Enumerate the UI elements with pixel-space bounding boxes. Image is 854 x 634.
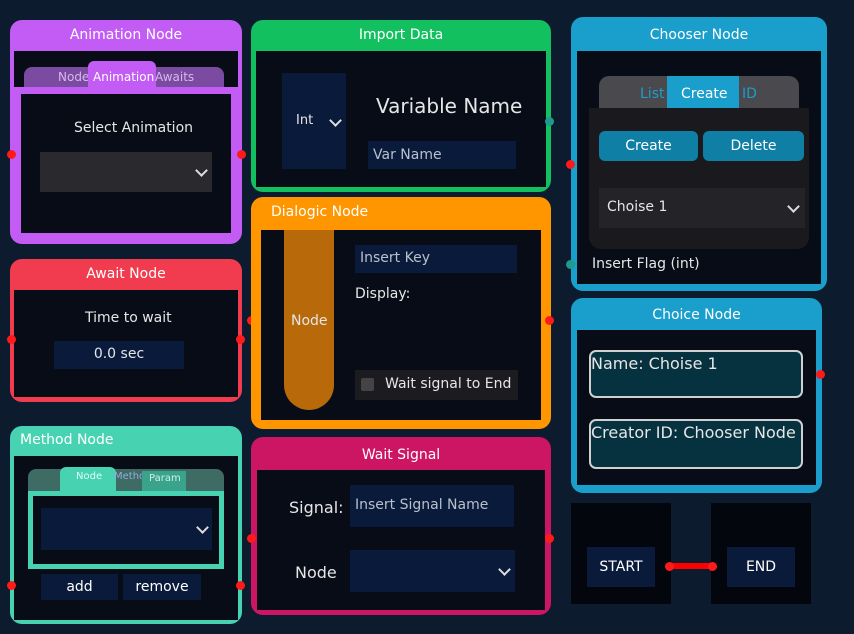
tab-create[interactable] (667, 76, 739, 110)
node-side-bar (284, 230, 334, 410)
tab-node-label: Node (76, 471, 103, 482)
delete-button[interactable]: Delete (703, 131, 804, 161)
output-port[interactable] (236, 581, 245, 590)
display-label: Display: (355, 286, 411, 302)
creator-id-box[interactable]: Creator ID: Chooser Node (589, 419, 803, 469)
insert-flag-label: Insert Flag (int) (592, 256, 700, 272)
output-port[interactable] (816, 370, 825, 379)
input-port[interactable] (247, 534, 256, 543)
tab-list[interactable]: List (640, 86, 665, 102)
tab-awaits[interactable]: Awaits (155, 70, 195, 84)
method-select[interactable] (41, 508, 212, 550)
chooser-node[interactable]: Chooser Node List Create ID Create Delet… (571, 17, 827, 291)
node-label: Node (295, 563, 337, 582)
creator-id-text: Creator ID: Chooser Node (591, 423, 796, 442)
output-port[interactable] (236, 335, 245, 344)
wait-signal-checkbox-row[interactable]: Wait signal to End (355, 370, 518, 400)
node-title: Wait Signal (361, 447, 441, 463)
start-label: START (587, 547, 655, 587)
key-placeholder: Insert Key (360, 250, 430, 266)
variable-name-heading: Variable Name (376, 94, 523, 118)
import-data-node[interactable]: Import Data Int Variable Name Var Name (251, 20, 551, 192)
choice-select-value: Choise 1 (607, 199, 668, 215)
output-port[interactable] (545, 117, 554, 126)
signal-placeholder: Insert Signal Name (355, 497, 489, 513)
input-port[interactable] (566, 160, 575, 169)
node-side-label: Node (291, 313, 328, 329)
choice-name-text: Name: Choise 1 (591, 354, 718, 373)
node-title: Import Data (358, 27, 444, 43)
type-select-value: Int (296, 113, 314, 128)
tab-methods[interactable]: Methods (114, 471, 142, 482)
output-port[interactable] (545, 534, 554, 543)
wait-signal-node[interactable]: Wait Signal Signal: Insert Signal Name N… (251, 437, 551, 615)
animation-select[interactable] (40, 152, 212, 192)
key-input[interactable]: Insert Key (355, 245, 517, 273)
add-button[interactable]: add (41, 574, 118, 600)
input-port[interactable] (7, 581, 16, 590)
tab-node[interactable] (60, 467, 116, 491)
time-spinbox[interactable]: 0.0 sec (54, 341, 184, 369)
time-value: 0.0 sec (93, 346, 145, 362)
node-title: Method Node (20, 432, 114, 448)
await-node[interactable]: Await Node Time to wait 0.0 sec (10, 259, 242, 402)
input-port[interactable] (7, 335, 16, 344)
time-to-wait-label: Time to wait (85, 310, 172, 326)
node-title: Animation Node (69, 27, 183, 43)
select-animation-label: Select Animation (74, 120, 194, 136)
signal-input[interactable]: Insert Signal Name (350, 485, 514, 527)
tab-param-label: Param (149, 473, 181, 484)
dialogic-node[interactable]: Dialogic Node Node Insert Key Display: W… (251, 197, 551, 429)
choice-select[interactable]: Choise 1 (599, 188, 805, 228)
output-port[interactable] (237, 150, 246, 159)
chevron-down-icon (329, 114, 342, 127)
chevron-down-icon (196, 521, 209, 534)
tab-create-label: Create (681, 86, 728, 102)
animation-node[interactable]: Animation Node Node Animation Awaits Sel… (10, 20, 242, 244)
input-port[interactable] (7, 150, 16, 159)
output-port[interactable] (545, 316, 554, 325)
node-title: Dialogic Node (271, 204, 369, 220)
start-end-connection (667, 563, 715, 569)
remove-button[interactable]: remove (123, 574, 201, 600)
node-title: Choice Node (652, 307, 741, 323)
chevron-down-icon (195, 164, 208, 177)
chevron-down-icon (787, 200, 800, 213)
end-label: END (727, 547, 795, 587)
node-title: Await Node (86, 266, 166, 282)
checkbox-label: Wait signal to End (385, 376, 512, 392)
node-select[interactable] (350, 550, 515, 592)
start-output-port[interactable] (665, 562, 674, 571)
tab-id[interactable]: ID (742, 86, 757, 102)
var-name-placeholder: Var Name (373, 147, 442, 163)
method-node[interactable]: Method Node Node Methods Param add remov… (10, 426, 242, 624)
tab-param[interactable] (142, 471, 186, 491)
chevron-down-icon (498, 563, 511, 576)
end-node[interactable]: END (711, 503, 811, 604)
end-input-port[interactable] (708, 562, 717, 571)
var-name-input[interactable]: Var Name (368, 141, 516, 169)
signal-label: Signal: (289, 498, 344, 517)
checkbox[interactable] (361, 378, 374, 391)
node-title: Chooser Node (649, 27, 749, 43)
tab-animation-label: Animation (93, 70, 155, 84)
tab-animation[interactable] (88, 61, 156, 87)
choice-name-box[interactable]: Name: Choise 1 (589, 350, 803, 398)
type-select[interactable]: Int (282, 73, 346, 169)
start-node[interactable]: START (571, 503, 671, 604)
choice-node[interactable]: Choice Node Name: Choise 1 Creator ID: C… (571, 298, 822, 493)
create-button[interactable]: Create (599, 131, 698, 161)
flag-port[interactable] (566, 260, 575, 269)
tab-node[interactable]: Node (58, 70, 90, 84)
